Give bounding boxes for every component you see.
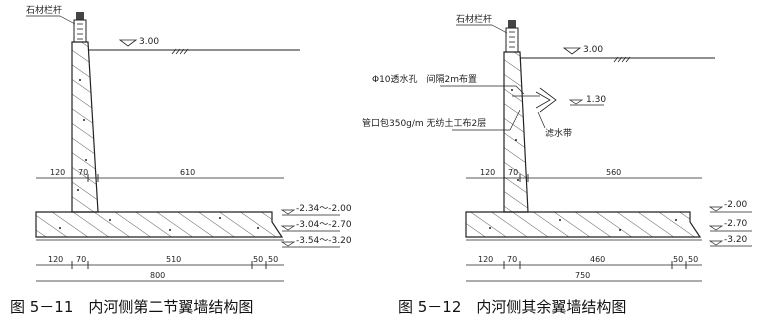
- drain-hole-label: Φ10透水孔 间隔2m布置: [372, 73, 477, 85]
- railing-label-1: 石材栏杆: [26, 4, 62, 16]
- level-markers-2: [708, 206, 752, 247]
- level-markers-1: [280, 209, 340, 248]
- total-width-2: 750: [575, 271, 590, 280]
- elevation-marker: [118, 39, 138, 47]
- dim-50a-1: 50: [253, 255, 263, 264]
- dim-70-1: 70: [78, 168, 88, 177]
- water-level-marker: [568, 99, 584, 105]
- ground-level-label-2: 3.00: [583, 45, 603, 55]
- dim-lower-70-1: 70: [76, 255, 86, 264]
- level-label-1c: -3.54～-3.20: [296, 236, 352, 246]
- dim-lower-120-2: 120: [478, 255, 493, 264]
- total-width-1: 800: [150, 271, 165, 280]
- water-level-label: 1.30: [586, 95, 606, 105]
- filter-band: [539, 87, 557, 113]
- figure-5-12: 石材栏杆 3.00 Φ10透水孔 间隔2m布置 1.30 管口包350g/m 无…: [362, 13, 752, 316]
- wall-stem-1: [71, 41, 99, 213]
- dim-50b-2: 50: [688, 255, 698, 264]
- dim-50a-2: 50: [673, 255, 683, 264]
- dim-lower-70-2: 70: [507, 255, 517, 264]
- level-label-2a: -2.00: [724, 200, 748, 210]
- elevation-marker: [562, 47, 582, 55]
- level-label-1a: -2.34～-2.00: [296, 204, 352, 214]
- caption-5-12: 图 5－12 内河侧其余翼墙结构图: [398, 298, 626, 316]
- dim-120-2: 120: [480, 168, 495, 177]
- dim-70-2: 70: [508, 168, 518, 177]
- dim-610: 610: [180, 168, 195, 177]
- soil-symbol: [171, 48, 189, 55]
- geotextile-label: 管口包350g/m 无纺土工布2层: [362, 117, 486, 129]
- dim-460: 460: [590, 255, 605, 264]
- aggregate-dots: [489, 89, 677, 231]
- level-label-2c: -3.20: [724, 235, 748, 245]
- aggregate-dots: [59, 79, 259, 231]
- figure-5-11: 石材栏杆 3.00 120 70 610: [10, 4, 352, 316]
- ground-level-label-1: 3.00: [139, 37, 159, 47]
- base-slab-1: [35, 211, 284, 238]
- dim-510: 510: [166, 255, 181, 264]
- filter-label: 滤水带: [545, 127, 572, 139]
- caption-5-11: 图 5－11 内河侧第二节翼墙结构图: [10, 298, 253, 316]
- dim-50b-1: 50: [268, 255, 278, 264]
- dim-120-1: 120: [50, 168, 65, 177]
- dim-lower-120-1: 120: [48, 255, 63, 264]
- wall-stem-2: [503, 51, 529, 213]
- railing-label-2: 石材栏杆: [456, 13, 492, 25]
- base-slab-2: [465, 211, 702, 238]
- stone-railing-1: [73, 12, 87, 43]
- stone-railing-2: [505, 20, 519, 53]
- level-label-1b: -3.04～-2.70: [296, 220, 352, 230]
- level-label-2b: -2.70: [724, 219, 748, 229]
- soil-symbol: [613, 56, 631, 63]
- dim-560: 560: [606, 168, 621, 177]
